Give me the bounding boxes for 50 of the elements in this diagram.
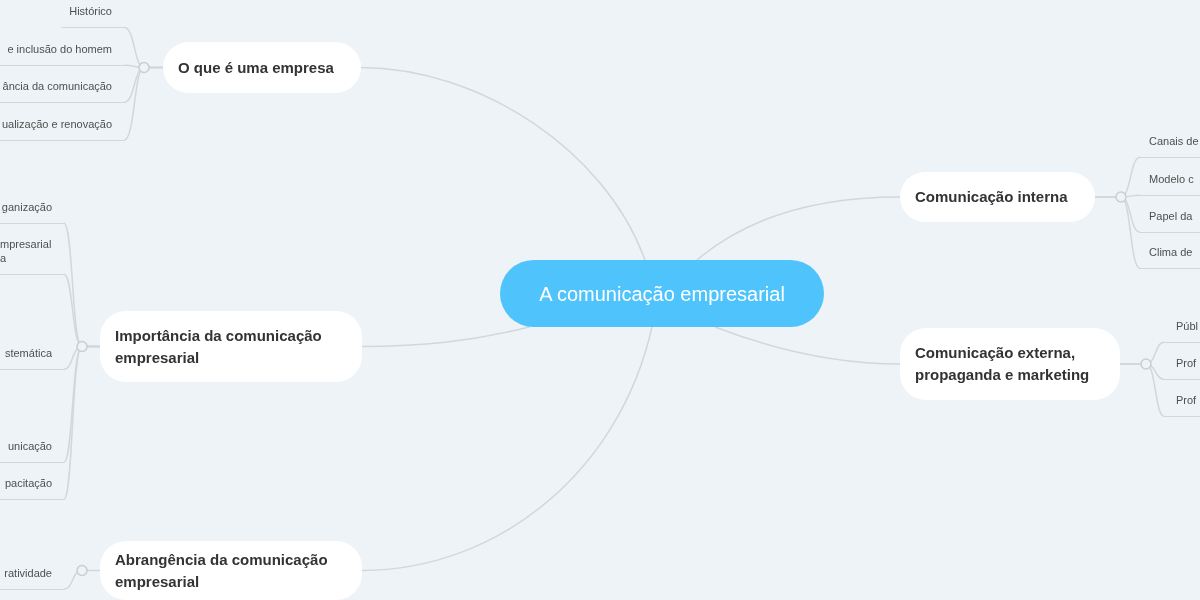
topic-label: O que é uma empresa (178, 57, 335, 78)
branch-item (1164, 393, 1200, 417)
branch-item (1140, 134, 1200, 158)
topic-box (900, 328, 1120, 400)
topic-label: Comunicação externa, propaganda e marketing (915, 343, 1091, 385)
branch-label: Prof (1176, 356, 1198, 370)
branch-item (1164, 356, 1200, 380)
branch-label: Públ (1176, 319, 1200, 333)
branch-label: pacitação (3, 476, 52, 490)
topic-box (163, 42, 361, 93)
branch-item (0, 476, 64, 500)
branch-item (0, 237, 64, 275)
branch-label: Histórico (69, 4, 112, 18)
branch-item (1140, 245, 1200, 269)
connector-line (361, 326, 653, 572)
branch-label: ância da comunicação (1, 79, 112, 93)
branch-label: ualização e renovação (0, 117, 112, 131)
branch-item (1140, 209, 1200, 233)
branch-item (0, 79, 124, 103)
branch-label: Clima de (1149, 245, 1194, 259)
connector-line (360, 66, 646, 261)
branch-label: stemática (3, 346, 52, 360)
topic-label: Abrangência da comunicação empresarial (115, 549, 329, 592)
central-topic-label: A comunicação empresarial (539, 281, 785, 307)
topic-box (900, 172, 1095, 222)
branch-label: ratividade (3, 566, 52, 580)
connector-line (696, 196, 901, 261)
branch-label: Canais de (1149, 134, 1200, 148)
topic-label: Comunicação interna (915, 187, 1069, 207)
branch-item (0, 200, 64, 224)
branch-label: ganização (0, 200, 52, 214)
branch-label: Prof (1176, 393, 1198, 407)
branch-item (0, 42, 124, 66)
branch-label: mpresarial a (0, 237, 52, 265)
branch-item (1164, 319, 1200, 343)
branch-label: unicação (6, 439, 52, 453)
topic-label: Importância da comunicação empresarial (115, 325, 323, 368)
topic-box (100, 311, 362, 382)
branch-item (0, 566, 64, 590)
branch-label: e inclusão do homem (6, 42, 112, 56)
branch-item (0, 117, 124, 141)
branch-item (61, 4, 124, 28)
connector-line (714, 326, 901, 365)
branch-label: Papel da (1149, 209, 1194, 223)
branch-label: Modelo c (1149, 172, 1195, 186)
branch-item (1140, 172, 1200, 196)
connector-line (63, 569, 101, 590)
branch-item (0, 346, 64, 370)
branch-item (0, 439, 64, 463)
topic-box (100, 541, 362, 600)
